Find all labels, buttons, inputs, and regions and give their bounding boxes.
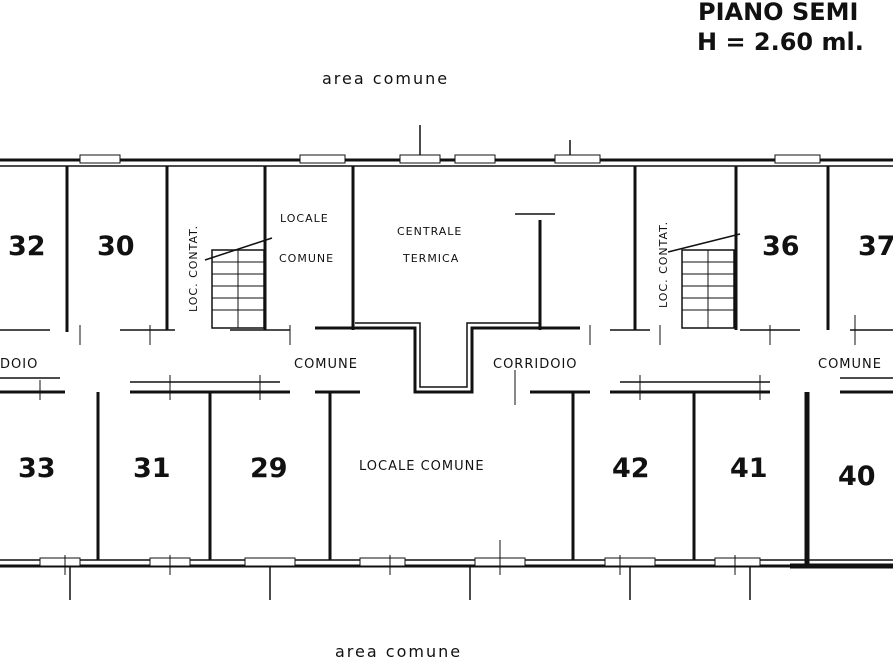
locale-comune-top-line2: COMUNE xyxy=(279,252,334,265)
room-number-31: 31 xyxy=(133,453,171,484)
bottom-partitions xyxy=(96,392,810,566)
central-core xyxy=(315,322,580,394)
centrale-termica-line1: CENTRALE xyxy=(397,225,462,238)
staircase-right xyxy=(667,233,741,329)
room-number-37: 37 xyxy=(858,231,893,262)
comune-right: COMUNE xyxy=(818,357,882,372)
top-windows xyxy=(79,154,821,164)
height-label: H = 2.60 ml. xyxy=(697,28,864,56)
room-number-36: 36 xyxy=(762,231,800,262)
area-label-top: area comune xyxy=(322,69,449,88)
room-number-30: 30 xyxy=(97,231,135,262)
corridoio-center: CORRIDOIO xyxy=(493,357,578,372)
corridor-walls xyxy=(0,377,893,394)
outer-walls xyxy=(0,125,893,600)
staircase-left xyxy=(204,237,273,329)
centrale-termica-line2: TERMICA xyxy=(402,252,459,265)
room-number-33: 33 xyxy=(18,453,56,484)
room-number-41: 41 xyxy=(730,453,768,484)
room-number-32: 32 xyxy=(8,231,46,262)
locale-comune-bottom: LOCALE COMUNE xyxy=(359,459,485,474)
top-partitions xyxy=(0,166,893,332)
corridoio-left: DOIO xyxy=(0,357,38,372)
floor-label: PIANO SEMI xyxy=(698,0,858,26)
comune-left: COMUNE xyxy=(294,357,358,372)
room-number-29: 29 xyxy=(250,453,288,484)
area-label-bottom: area comune xyxy=(335,642,462,661)
room-number-40: 40 xyxy=(838,461,876,492)
loc-contat-left: LOC. CONTAT. xyxy=(187,225,200,312)
loc-contat-right: LOC. CONTAT. xyxy=(657,221,670,308)
locale-comune-top-line1: LOCALE xyxy=(280,212,329,225)
dimension-ticks xyxy=(39,315,856,575)
room-number-42: 42 xyxy=(612,453,650,484)
